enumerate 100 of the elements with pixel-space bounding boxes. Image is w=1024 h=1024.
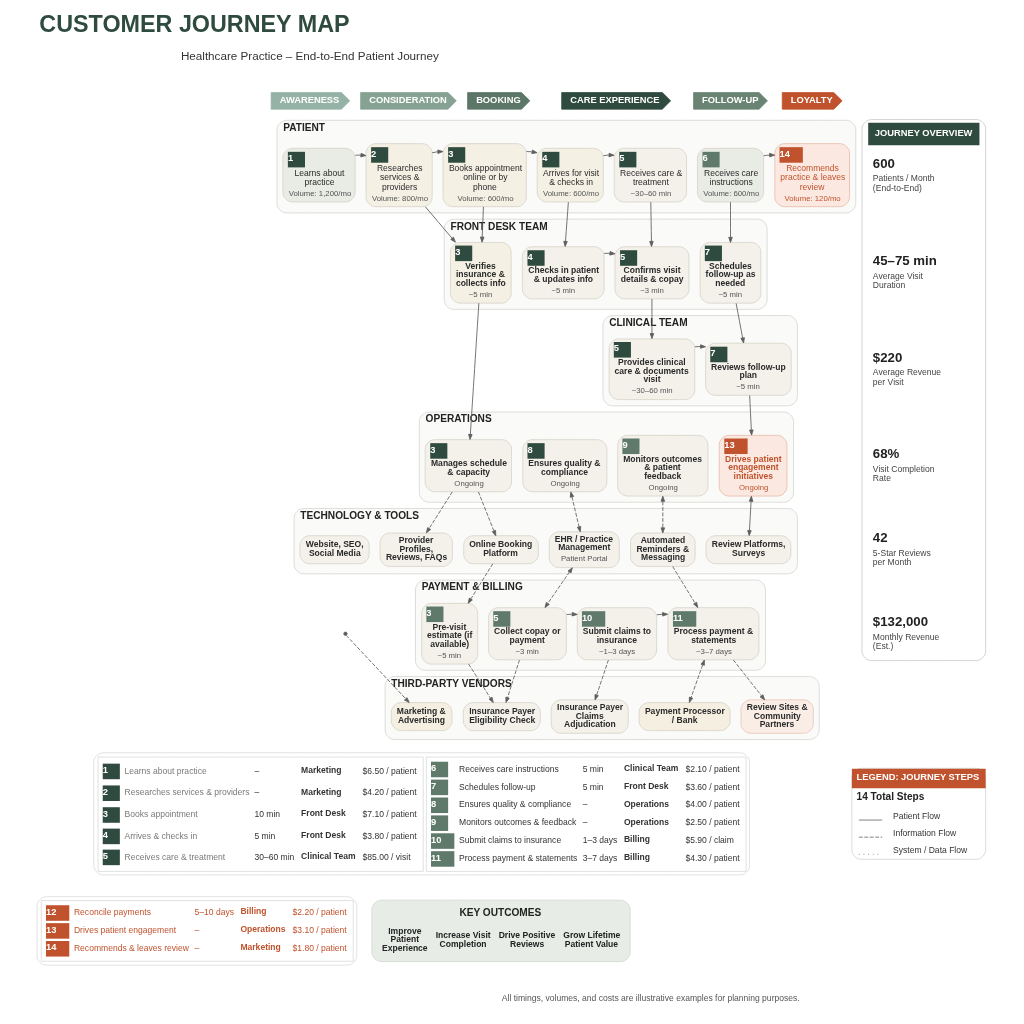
node-box: 4 Checks in patient & updates info ~5 min bbox=[521, 246, 604, 300]
arrow bbox=[660, 495, 665, 534]
node-box: 6 Receives care instructions Volume: 600/mo bbox=[696, 147, 764, 203]
arrow bbox=[477, 491, 496, 537]
label: 1–3 days bbox=[582, 835, 617, 846]
legend-label: Patient Flow bbox=[892, 811, 940, 822]
label: Front Desk bbox=[300, 829, 346, 840]
label: Operations bbox=[239, 924, 286, 935]
label: Books appointment bbox=[124, 809, 198, 820]
arrow bbox=[735, 302, 745, 344]
label: – bbox=[194, 942, 199, 953]
arrow bbox=[603, 251, 615, 256]
label: Process payment & statements bbox=[458, 853, 577, 864]
arrow bbox=[602, 152, 614, 158]
label: Clinical Team bbox=[623, 762, 678, 773]
node-box: 10 Submit claims to insurance ~1–3 days bbox=[576, 607, 657, 661]
label: $5.90 / claim bbox=[684, 835, 734, 846]
arrow bbox=[732, 659, 765, 701]
arrow bbox=[594, 659, 609, 701]
label: $3.80 / patient bbox=[362, 830, 417, 841]
label: Front Desk bbox=[623, 780, 669, 791]
label: Operations bbox=[623, 798, 669, 809]
label: – bbox=[582, 799, 587, 810]
label: Recommends & leaves review bbox=[73, 942, 189, 953]
label: Arrives & checks in bbox=[124, 830, 197, 841]
label: Front Desk bbox=[300, 808, 346, 819]
label: 3–7 days bbox=[582, 853, 617, 864]
arrow bbox=[688, 659, 705, 703]
label: 5 min bbox=[253, 830, 275, 841]
node-box: 5 Receives care & treatment ~30–60 min bbox=[613, 147, 687, 203]
arrow bbox=[431, 149, 443, 154]
arrow bbox=[345, 635, 410, 703]
arrow bbox=[562, 201, 569, 247]
node-box: 2 Researches services & providers Volume: 800/mo bbox=[365, 143, 433, 208]
label: Monitors outcomes & feedback bbox=[458, 817, 576, 828]
label: 2 bbox=[102, 786, 108, 797]
diagram-title: CUSTOMER JOURNEY MAP bbox=[38, 11, 350, 38]
node-box: EHR / Practice Management Patient Portal bbox=[548, 531, 620, 568]
node-box: Review Sites & Community Partners bbox=[740, 699, 814, 734]
arrow bbox=[425, 491, 453, 534]
node-box: 5 Collect copay or payment ~3 min bbox=[487, 607, 567, 661]
label: $3.10 / patient bbox=[292, 925, 347, 936]
label: 4 bbox=[102, 830, 108, 841]
arrow bbox=[354, 152, 366, 158]
arrow bbox=[504, 659, 520, 703]
node-box: 8 Ensures quality & compliance Ongoing bbox=[521, 439, 607, 493]
arrow bbox=[467, 663, 494, 703]
arrow bbox=[648, 201, 654, 247]
label: 8 bbox=[430, 798, 436, 809]
label: Marketing bbox=[300, 786, 341, 797]
arrow bbox=[649, 298, 654, 339]
label: 3 bbox=[102, 808, 108, 819]
label: Ensures quality & compliance bbox=[458, 799, 571, 810]
label: 13 bbox=[45, 924, 56, 935]
label: Billing bbox=[623, 834, 650, 845]
node-box: Payment Processor / Bank bbox=[638, 702, 730, 731]
label: $2.10 / patient bbox=[684, 763, 740, 774]
label: $85.00 / visit bbox=[362, 851, 411, 862]
arrow bbox=[544, 567, 573, 608]
label: 6 bbox=[430, 763, 436, 774]
label: Reconcile payments bbox=[73, 907, 151, 918]
node-box: 3 Manages schedule & capacity Ongoing bbox=[424, 439, 512, 493]
label: Drives patient engagement bbox=[73, 925, 176, 936]
label: Receives care & treatment bbox=[124, 851, 225, 862]
label: – bbox=[194, 925, 199, 936]
node-box: 1 Learns about practice Volume: 1,200/mo bbox=[281, 147, 356, 203]
label: Learns about practice bbox=[124, 765, 207, 776]
node-box: 7 Reviews follow-up plan ~5 min bbox=[704, 342, 792, 396]
label: Billing bbox=[623, 852, 650, 863]
label: 30–60 min bbox=[253, 851, 294, 862]
label: 7 bbox=[430, 781, 436, 792]
node-box: KEY OUTCOMES Improve Patient Experience Increase Visit Completion Drive Positive Reviews Grow Lifetime Patient Value bbox=[371, 899, 631, 962]
label: – bbox=[582, 817, 587, 828]
label: 10 bbox=[430, 834, 441, 845]
arrow bbox=[693, 344, 706, 349]
label: $2.20 / patient bbox=[292, 907, 347, 918]
node-box: Website, SEO, Social Media bbox=[299, 535, 370, 565]
node-box: 11 Process payment & statements ~3–7 days bbox=[667, 607, 759, 661]
node-box: 5 Confirms visit details & copay ~3 min bbox=[614, 246, 689, 300]
arrow bbox=[569, 491, 581, 533]
node-box: Provider Profiles, Reviews, FAQs bbox=[379, 532, 453, 567]
label: 9 bbox=[430, 816, 436, 827]
arrow bbox=[467, 302, 479, 440]
label: Marketing bbox=[300, 764, 341, 775]
label: 1 bbox=[102, 765, 108, 776]
label: $4.20 / patient bbox=[362, 787, 417, 798]
arrow bbox=[525, 149, 537, 154]
node-box: 4 Arrives for visit & checks in Volume: 600/mo bbox=[536, 147, 604, 203]
label: 12 bbox=[45, 906, 56, 917]
label: 10 min bbox=[253, 809, 280, 820]
arrow bbox=[671, 566, 698, 608]
label: Schedules follow-up bbox=[458, 781, 536, 792]
node-box: Review Platforms, Surveys bbox=[705, 535, 791, 565]
label: All timings, volumes, and costs are illustrative examples for planning purposes. bbox=[501, 992, 800, 1003]
label: – bbox=[253, 787, 259, 798]
label: $7.10 / patient bbox=[362, 809, 417, 820]
label: – bbox=[253, 765, 259, 776]
node-box: Online Booking Platform bbox=[462, 535, 539, 565]
label: $1.80 / patient bbox=[292, 942, 347, 953]
label: 14 bbox=[45, 942, 56, 953]
